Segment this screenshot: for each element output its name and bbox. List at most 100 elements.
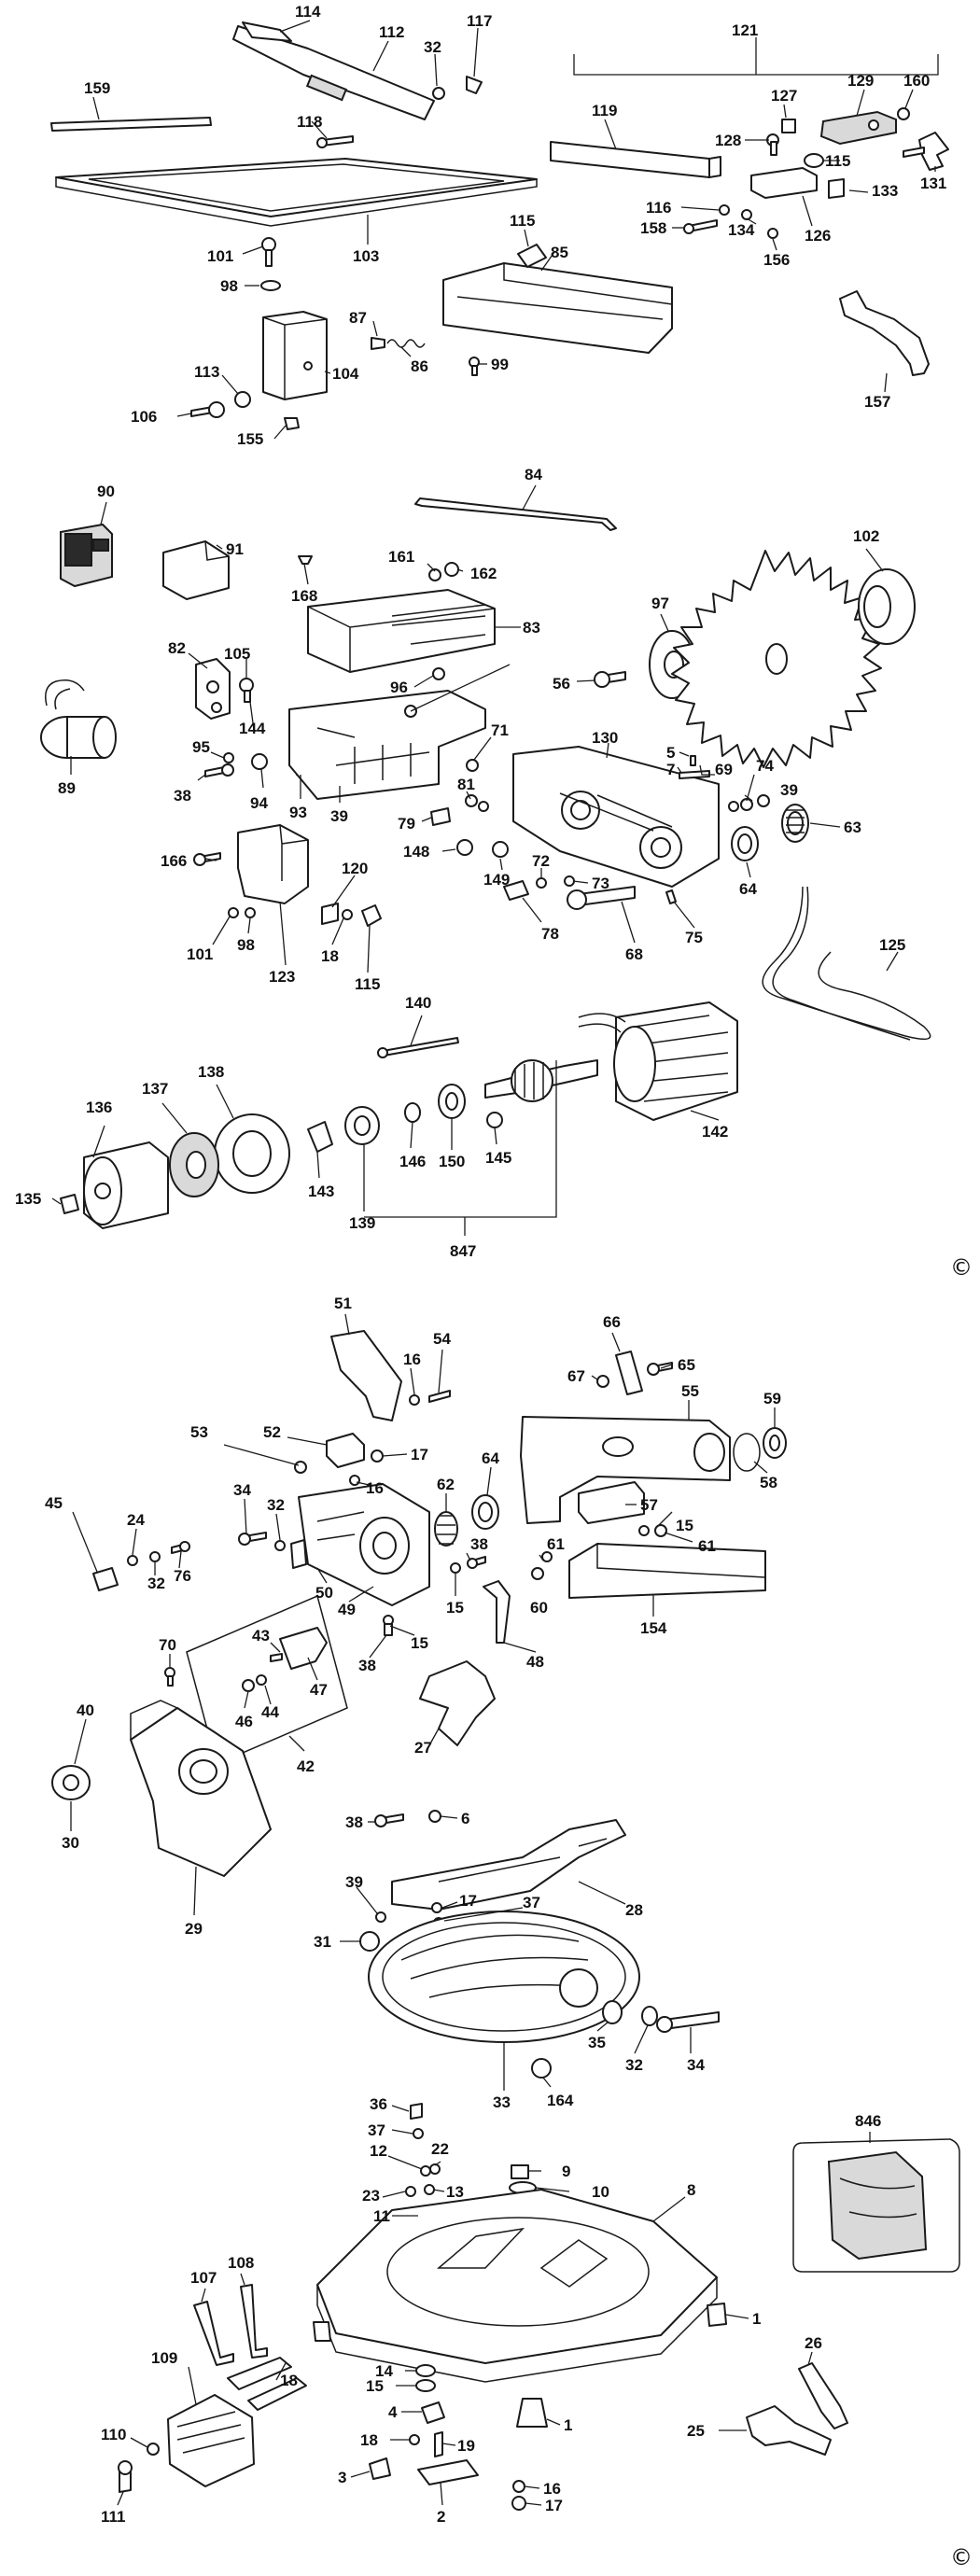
part-123-bracket [237, 824, 309, 904]
label-38: 38 [470, 1535, 488, 1553]
label-82: 82 [168, 639, 186, 657]
label-146: 146 [399, 1153, 426, 1170]
label-59: 59 [763, 1390, 781, 1407]
label-128: 128 [715, 132, 741, 149]
label-54: 54 [433, 1330, 451, 1348]
label-70: 70 [159, 1636, 176, 1654]
label-7: 7 [666, 761, 675, 778]
label-115: 115 [510, 212, 535, 230]
label-27: 27 [414, 1739, 432, 1757]
label-62: 62 [437, 1476, 455, 1493]
label-18: 18 [280, 2372, 298, 2389]
label-104: 104 [332, 365, 359, 383]
label-135: 135 [15, 1190, 41, 1208]
label-123: 123 [269, 968, 295, 986]
label-85: 85 [551, 244, 568, 261]
label-133: 133 [872, 182, 898, 200]
label-32: 32 [424, 38, 441, 56]
label-136: 136 [86, 1099, 112, 1116]
part-846-bag [827, 2150, 928, 2261]
label-105: 105 [224, 645, 250, 663]
label-63: 63 [844, 819, 861, 836]
label-40: 40 [77, 1701, 94, 1719]
part-159-strip [50, 117, 212, 132]
label-17: 17 [545, 2497, 563, 2514]
label-61: 61 [547, 1535, 565, 1553]
label-69: 69 [715, 761, 733, 778]
label-31: 31 [314, 1933, 331, 1951]
label-157: 157 [864, 393, 890, 411]
label-14: 14 [375, 2362, 393, 2380]
label-137: 137 [142, 1080, 168, 1098]
label-129: 129 [847, 72, 874, 90]
label-115: 115 [355, 975, 380, 993]
label-120: 120 [342, 860, 368, 877]
label-16: 16 [366, 1479, 384, 1497]
label-98: 98 [220, 277, 238, 295]
label-57: 57 [640, 1496, 658, 1514]
label-71: 71 [491, 721, 509, 739]
label-12: 12 [370, 2142, 387, 2160]
label-34: 34 [687, 2056, 705, 2074]
label-5: 5 [666, 744, 675, 762]
label-29: 29 [185, 1920, 203, 1938]
label-74: 74 [756, 757, 774, 775]
part-33-turntable [368, 1911, 640, 2043]
label-43: 43 [252, 1627, 270, 1645]
label-61: 61 [698, 1537, 716, 1555]
label-2: 2 [437, 2508, 445, 2526]
label-159: 159 [84, 79, 110, 97]
label-102: 102 [853, 527, 879, 545]
label-160: 160 [903, 72, 930, 90]
label-72: 72 [532, 852, 550, 870]
label-17: 17 [459, 1892, 477, 1910]
label-83: 83 [523, 619, 540, 637]
label-38: 38 [174, 787, 191, 805]
label-78: 78 [541, 925, 559, 943]
label-15: 15 [411, 1634, 428, 1652]
label-134: 134 [728, 221, 755, 239]
label-149: 149 [483, 871, 510, 889]
copyright-mark-2: © [950, 2544, 973, 2570]
label-15: 15 [676, 1517, 693, 1534]
label-67: 67 [567, 1367, 585, 1385]
label-33: 33 [493, 2093, 511, 2111]
part-number-labels: 114 112 32 117 121 159 118 119 127 129 1… [15, 3, 946, 2526]
label-37: 37 [523, 1894, 540, 1911]
label-846: 846 [855, 2112, 881, 2130]
part-27-guide [419, 1660, 496, 1746]
label-119: 119 [592, 102, 617, 119]
label-79: 79 [398, 815, 415, 833]
label-19: 19 [457, 2437, 475, 2455]
label-49: 49 [338, 1601, 356, 1618]
label-139: 139 [349, 1214, 375, 1232]
leader-lines [51, 20, 939, 2506]
label-75: 75 [685, 929, 703, 946]
label-164: 164 [547, 2092, 574, 2109]
label-8: 8 [687, 2181, 695, 2199]
copyright-mark-1: © [950, 1254, 973, 1281]
label-55: 55 [681, 1382, 699, 1400]
label-154: 154 [640, 1619, 667, 1637]
label-142: 142 [702, 1123, 728, 1141]
label-162: 162 [470, 565, 497, 582]
label-1: 1 [752, 2310, 761, 2328]
part-119-rail [550, 141, 710, 178]
part-83-upper-housing [307, 589, 496, 673]
part-154-rail [568, 1543, 766, 1599]
section-motor-assembly [40, 497, 931, 1229]
label-144: 144 [239, 720, 266, 737]
part-91-cover [162, 540, 230, 600]
label-156: 156 [763, 251, 790, 269]
label-106: 106 [131, 408, 157, 426]
label-53: 53 [190, 1423, 208, 1441]
section-arm-assembly [51, 1330, 787, 2079]
part-157-wrench [839, 290, 930, 376]
label-150: 150 [439, 1153, 465, 1170]
section-base-assembly [118, 2103, 960, 2511]
label-73: 73 [592, 875, 609, 892]
label-37: 37 [368, 2121, 385, 2139]
label-66: 66 [603, 1313, 621, 1331]
part-109-clamp [167, 2394, 255, 2487]
part-84-rod [414, 497, 617, 531]
